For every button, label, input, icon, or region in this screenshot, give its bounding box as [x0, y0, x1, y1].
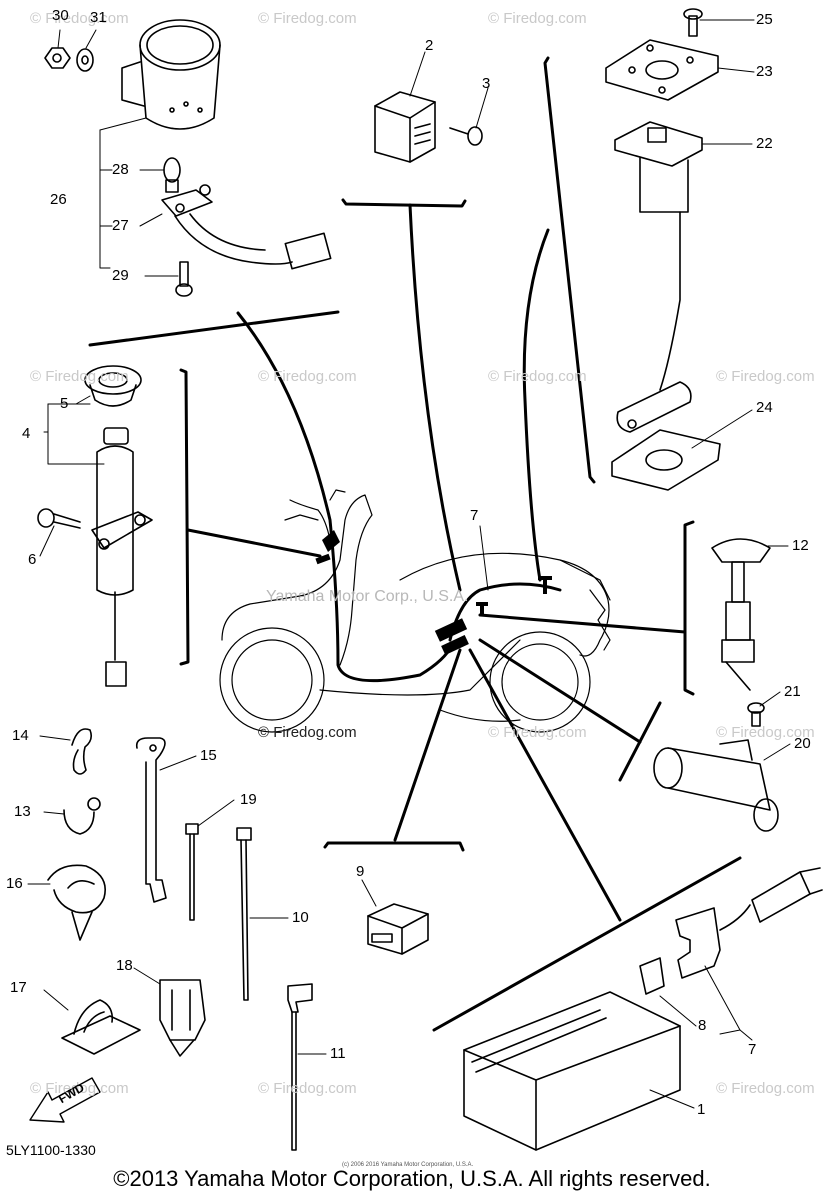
leader-lines [186, 203, 687, 922]
callout-17: 17 [10, 979, 27, 996]
bulb-28 [163, 157, 181, 193]
fwd-arrow-icon [29, 1077, 101, 1123]
clamp-16 [47, 864, 106, 941]
socket-27 [161, 184, 332, 270]
callout-29: 29 [112, 267, 129, 284]
drawing-code: 5LY1100-1330 [6, 1142, 96, 1158]
tiny-copyright: (c) 2006 2016 Yamaha Motor Corporation, … [342, 1162, 474, 1168]
callout-6: 6 [28, 551, 37, 568]
main-switch-4 [91, 427, 153, 687]
center-watermark: Yamaha Motor Corp., U.S.A. [266, 588, 469, 605]
callout-13: 13 [14, 803, 31, 820]
callout-9: 9 [356, 863, 365, 880]
holder-18 [159, 979, 206, 1057]
relay-2 [374, 91, 436, 163]
bolt-3 [449, 126, 483, 146]
callout-14: 14 [12, 727, 29, 744]
callout-30: 30 [52, 7, 69, 24]
plate-23 [605, 39, 719, 101]
callout-2: 2 [425, 37, 434, 54]
callout-18: 18 [116, 957, 133, 974]
band-15 [135, 737, 167, 903]
washer-31 [76, 48, 94, 72]
callout-25: 25 [756, 11, 773, 28]
callout-27: 27 [112, 217, 129, 234]
band-11 [287, 983, 313, 1151]
harness-clamps [315, 530, 552, 656]
connector-9 [367, 903, 429, 955]
watermark: © Firedog.com [716, 724, 815, 741]
fuse-8 [639, 957, 665, 995]
callout-26: 26 [50, 191, 67, 208]
callout-23: 23 [756, 63, 773, 80]
callout-24: 24 [756, 399, 773, 416]
callout-22: 22 [756, 135, 773, 152]
tie-10 [236, 827, 252, 1001]
screw-6 [37, 508, 81, 529]
watermark: © Firedog.com [258, 724, 357, 741]
watermark: © Firedog.com [716, 368, 815, 385]
copyright-notice: ©2013 Yamaha Motor Corporation, U.S.A. A… [113, 1166, 711, 1191]
callout-19: 19 [240, 791, 257, 808]
watermark: © Firedog.com [30, 368, 129, 385]
callout-10: 10 [292, 909, 309, 926]
fuse-holder-7 [675, 867, 823, 979]
watermark: © Firedog.com [30, 10, 129, 27]
callout-7-fuse-holder: 7 [748, 1041, 757, 1058]
screw-29 [175, 261, 193, 297]
callout-20: 20 [794, 735, 811, 752]
callout-31: 31 [90, 9, 107, 26]
watermark: © Firedog.com [488, 724, 587, 741]
callout-15: 15 [200, 747, 217, 764]
callout-3: 3 [482, 75, 491, 92]
watermark: © Firedog.com [258, 368, 357, 385]
callout-1: 1 [697, 1101, 706, 1118]
grommet-5 [84, 365, 142, 407]
watermark: © Firedog.com [488, 10, 587, 27]
screw-25 [683, 8, 703, 37]
clip-13 [63, 797, 101, 835]
watermark: © Firedog.com [258, 10, 357, 27]
watermark: © Firedog.com [30, 1080, 129, 1097]
watermark: © Firedog.com [258, 1080, 357, 1097]
callout-5: 5 [60, 395, 69, 412]
callout-12: 12 [792, 537, 809, 554]
watermark: © Firedog.com [488, 368, 587, 385]
callout-4: 4 [22, 425, 31, 442]
watermark: © Firedog.com [716, 1080, 815, 1097]
nut-30 [44, 47, 71, 69]
callout-leaders [27, 19, 791, 1109]
clamp-17 [61, 999, 141, 1055]
tie-19 [185, 823, 199, 921]
control-unit-1 [463, 991, 681, 1151]
callout-11: 11 [330, 1045, 346, 1062]
bolt-21 [747, 702, 765, 727]
bracket-lines [88, 56, 742, 1032]
clip-14 [71, 728, 92, 775]
callout-7-harness: 7 [470, 507, 479, 524]
callout-28: 28 [112, 161, 129, 178]
meter-assembly-26 [121, 19, 221, 130]
callout-16: 16 [6, 875, 23, 892]
horn-20 [653, 739, 779, 832]
sensor-12 [711, 538, 771, 691]
float-24 [611, 381, 721, 491]
callout-8: 8 [698, 1017, 707, 1034]
callout-21: 21 [784, 683, 801, 700]
bracket-22 [614, 121, 703, 391]
scooter-outline [219, 489, 611, 733]
